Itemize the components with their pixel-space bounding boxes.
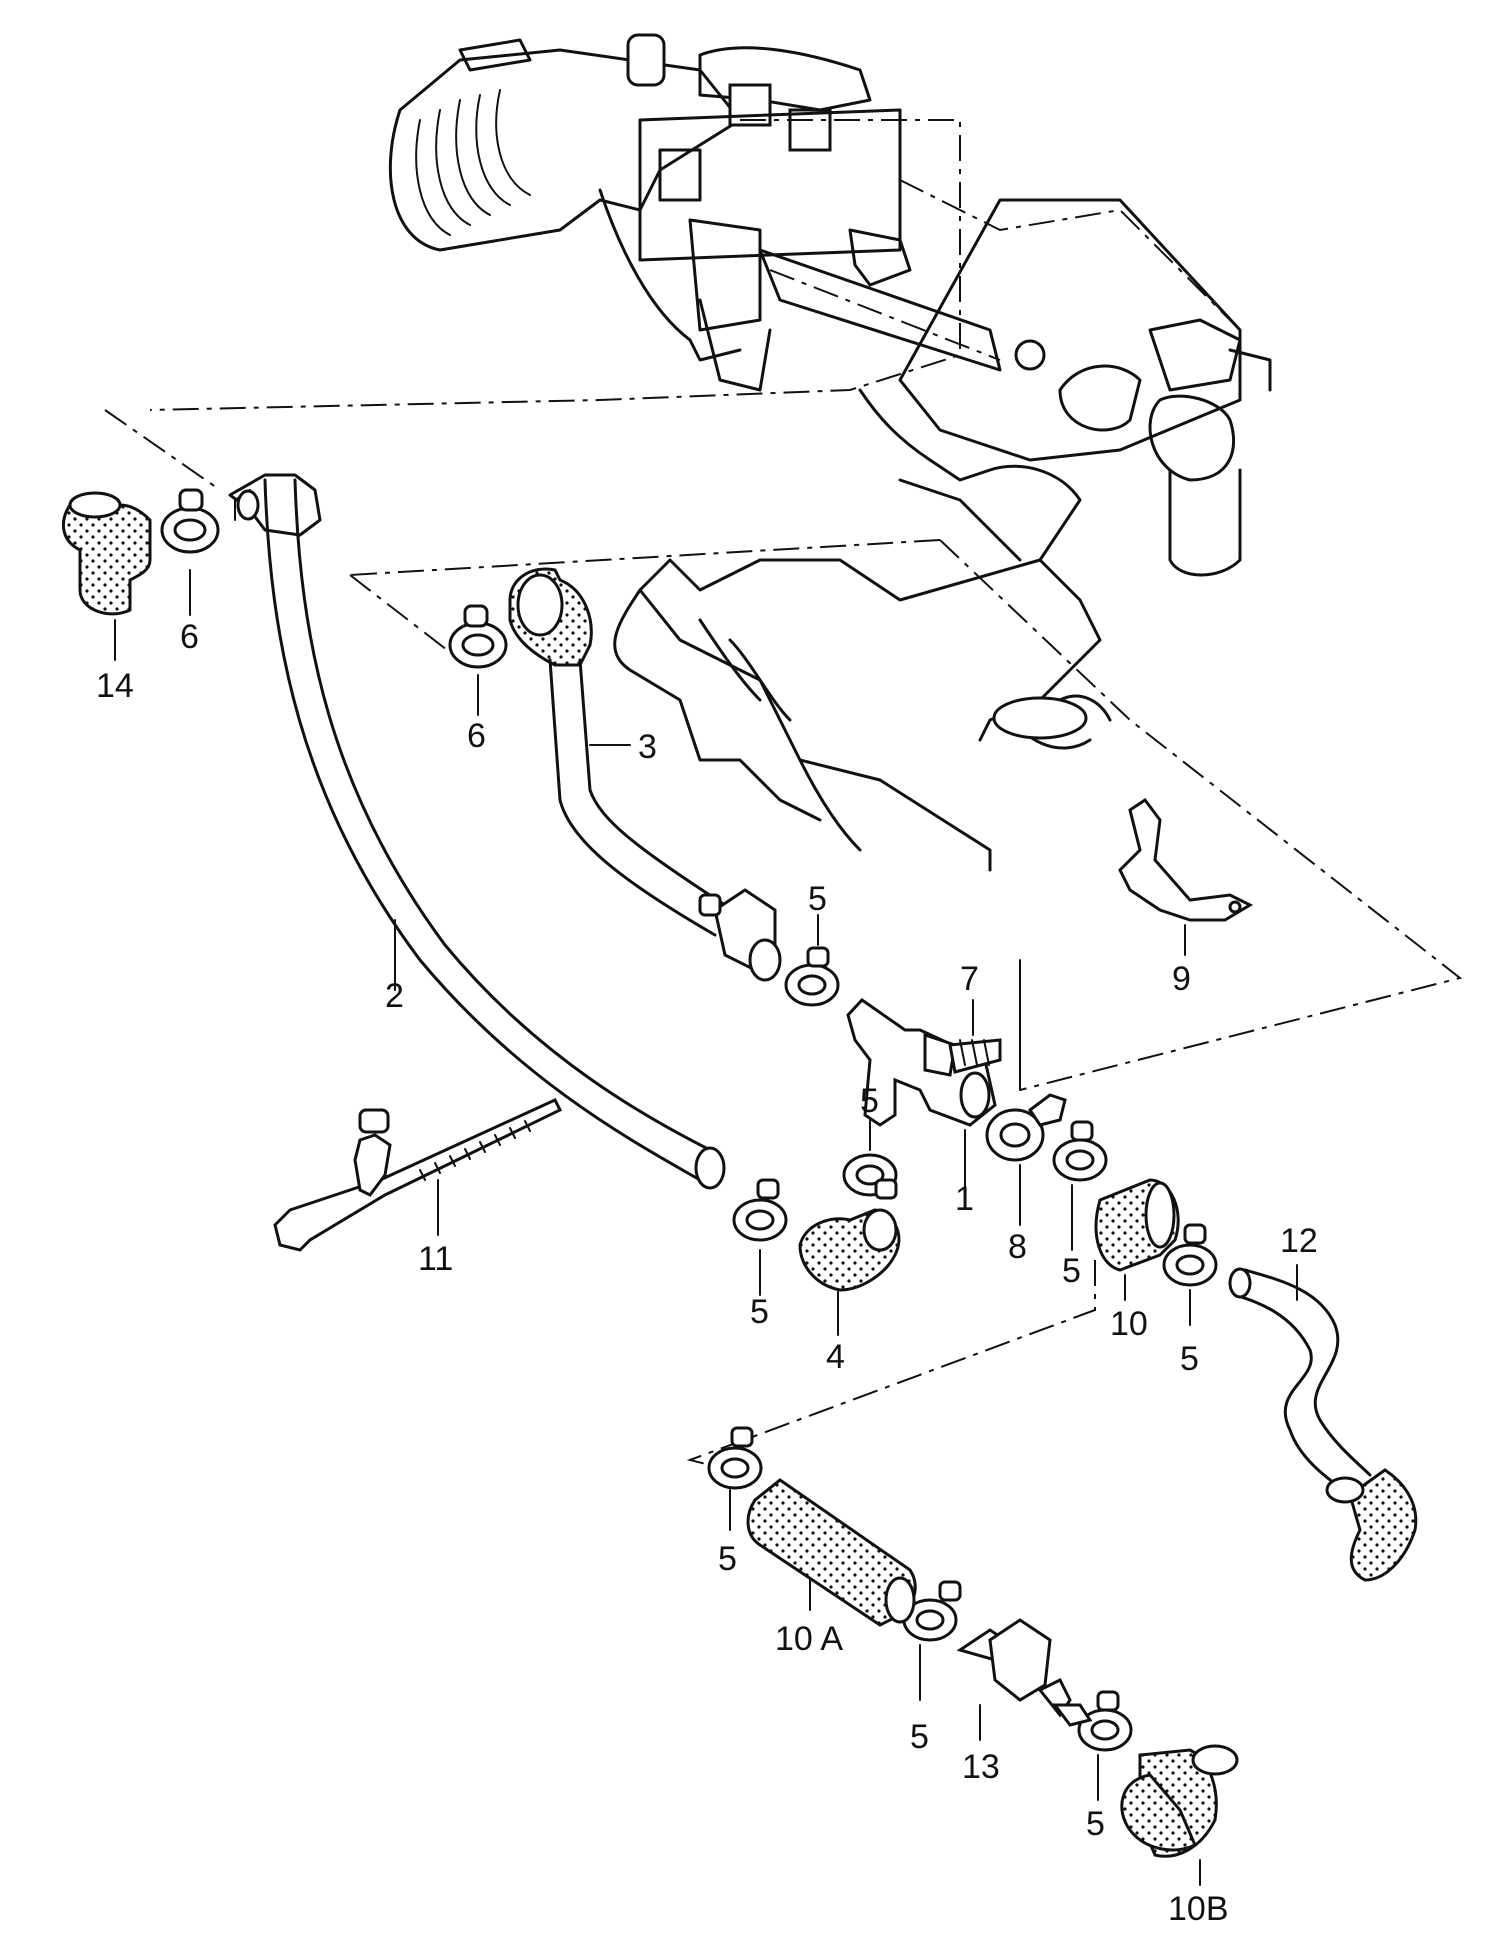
callout-13: 13	[962, 1748, 1000, 1786]
part-5-clamp-e	[1162, 1223, 1218, 1326]
callout-5-h: 5	[1086, 1805, 1105, 1843]
part-5-clamp-a	[784, 914, 840, 1007]
callout-5-a: 5	[808, 880, 827, 918]
part-14-tee-hose	[61, 491, 152, 661]
engine-assembly	[149, 33, 1463, 1091]
part-6-clamp-center	[448, 604, 508, 716]
part-13-check-valve	[956, 1618, 1093, 1741]
callout-10a: 10 A	[775, 1620, 843, 1658]
part-9-bracket	[1118, 797, 1254, 956]
part-5-clamp-d	[1052, 1120, 1108, 1251]
callout-12: 12	[1280, 1222, 1318, 1260]
reference-lines	[104, 409, 1096, 1471]
callout-5-g: 5	[910, 1718, 929, 1756]
part-5-clamp-f	[707, 1426, 763, 1531]
callout-5-f: 5	[718, 1540, 737, 1578]
callout-11: 11	[418, 1240, 453, 1278]
part-12-bent-hose	[1228, 1264, 1418, 1582]
part-10a-long-hose	[746, 1478, 917, 1627]
part-6-clamp-left	[160, 488, 220, 616]
callout-1: 1	[955, 1180, 974, 1218]
callout-3: 3	[638, 728, 657, 766]
part-3-elbow-hose	[508, 567, 782, 982]
callout-4: 4	[826, 1338, 845, 1376]
callout-10: 10	[1110, 1305, 1148, 1343]
callout-5-d: 5	[1062, 1252, 1081, 1290]
callout-5-c: 5	[860, 1082, 879, 1120]
callout-7: 7	[960, 960, 979, 998]
part-5-clamp-g	[902, 1580, 962, 1701]
callout-5-e: 5	[1180, 1340, 1199, 1378]
part-10-short-hose	[1094, 1178, 1180, 1301]
part-4-elbow-hose	[798, 1208, 901, 1336]
callout-14: 14	[96, 667, 134, 705]
callout-6-b: 6	[467, 717, 486, 755]
callout-9: 9	[1172, 960, 1191, 998]
part-8-bracket	[985, 1093, 1067, 1226]
callout-2: 2	[385, 977, 404, 1015]
part-10b-elbow-hose	[1120, 1744, 1239, 1886]
part-5-clamp-h	[1077, 1690, 1133, 1801]
callout-8: 8	[1008, 1228, 1027, 1266]
callout-10b: 10B	[1168, 1890, 1229, 1928]
part-7-bolt	[923, 999, 1002, 1077]
callout-5-b: 5	[750, 1293, 769, 1331]
callout-6-a: 6	[180, 618, 199, 656]
part-5-clamp-c	[842, 1119, 898, 1200]
callout-labels: 1 2 3 4 5 5 5 5 5 5 5 5 6 6 7 8 9 10 10 …	[96, 618, 1318, 1928]
part-5-clamp-b	[732, 1178, 788, 1296]
part-1-tee-connector	[846, 998, 997, 1191]
part-2-long-hose	[228, 473, 726, 1190]
part-11-cable-tie	[273, 1098, 563, 1252]
